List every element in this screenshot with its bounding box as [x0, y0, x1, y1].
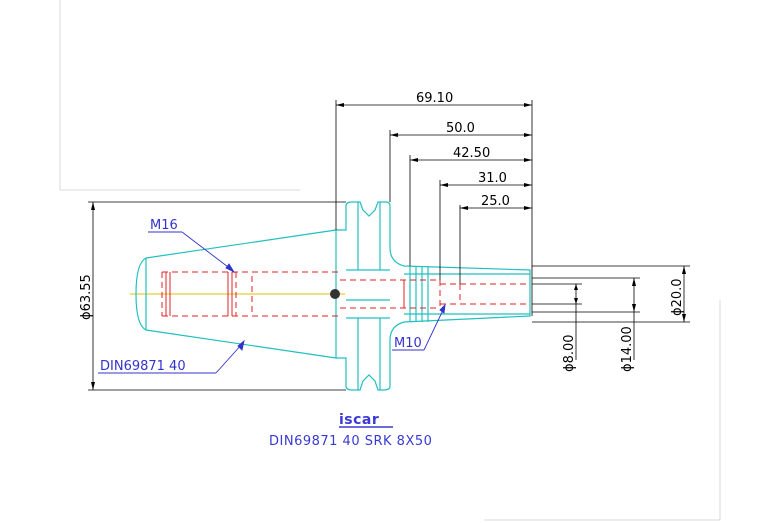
pin-hole-icon	[330, 289, 340, 299]
thread-small-label: M10	[394, 336, 422, 351]
dim-diameter-collet: ϕ14.00	[620, 326, 635, 372]
callout-leaders	[98, 231, 446, 374]
dim-length-2: 42.50	[453, 146, 490, 161]
taper-spec-label: DIN69871 40	[100, 359, 186, 374]
part-number: DIN69871 40 SRK 8X50	[269, 434, 432, 449]
hidden-lines	[161, 271, 530, 317]
dimension-arrows	[91, 103, 686, 390]
tool-body-outline	[135, 201, 531, 391]
frame-lines	[59, 0, 721, 521]
dim-overall-length: 69.10	[416, 91, 453, 106]
dim-length-4: 25.0	[481, 194, 510, 209]
dim-diameter-nose: ϕ20.0	[670, 278, 685, 316]
dim-diameter-bore: ϕ8.00	[562, 334, 577, 372]
thread-main-label: M16	[150, 218, 178, 233]
dim-length-3: 31.0	[478, 171, 507, 186]
dim-length-1: 50.0	[446, 121, 475, 136]
thread-hatch	[165, 272, 405, 316]
dim-diameter-flange: ϕ63.55	[79, 274, 94, 320]
iscar-logo: iscar	[339, 412, 379, 428]
dimension-lines	[88, 100, 690, 391]
